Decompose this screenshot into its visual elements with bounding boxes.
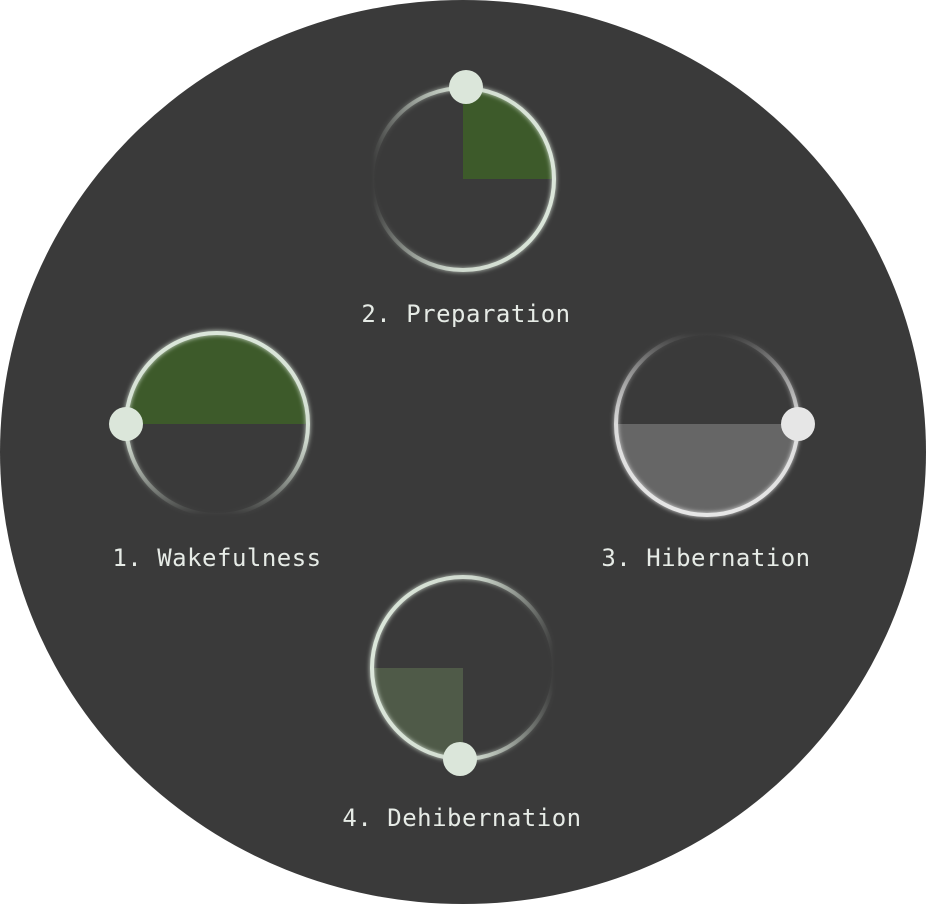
phase-hibernation: 3. Hibernation bbox=[601, 331, 815, 572]
wakefulness-fill bbox=[126, 333, 308, 424]
phase-dehibernation: 4. Dehibernation bbox=[342, 575, 581, 832]
hibernation-label: 3. Hibernation bbox=[601, 544, 810, 572]
hibernation-fill bbox=[616, 424, 798, 515]
wakefulness-label: 1. Wakefulness bbox=[112, 544, 321, 572]
preparation-knob[interactable] bbox=[449, 70, 483, 104]
phase-preparation: 2. Preparation bbox=[361, 70, 570, 328]
preparation-label: 2. Preparation bbox=[361, 300, 570, 328]
hibernation-knob[interactable] bbox=[781, 407, 815, 441]
wakefulness-knob[interactable] bbox=[109, 407, 143, 441]
dehibernation-label: 4. Dehibernation bbox=[342, 804, 581, 832]
dehibernation-fill bbox=[372, 668, 463, 759]
preparation-fill bbox=[463, 88, 554, 179]
phase-wakefulness: 1. Wakefulness bbox=[109, 331, 321, 572]
dehibernation-knob[interactable] bbox=[443, 742, 477, 776]
